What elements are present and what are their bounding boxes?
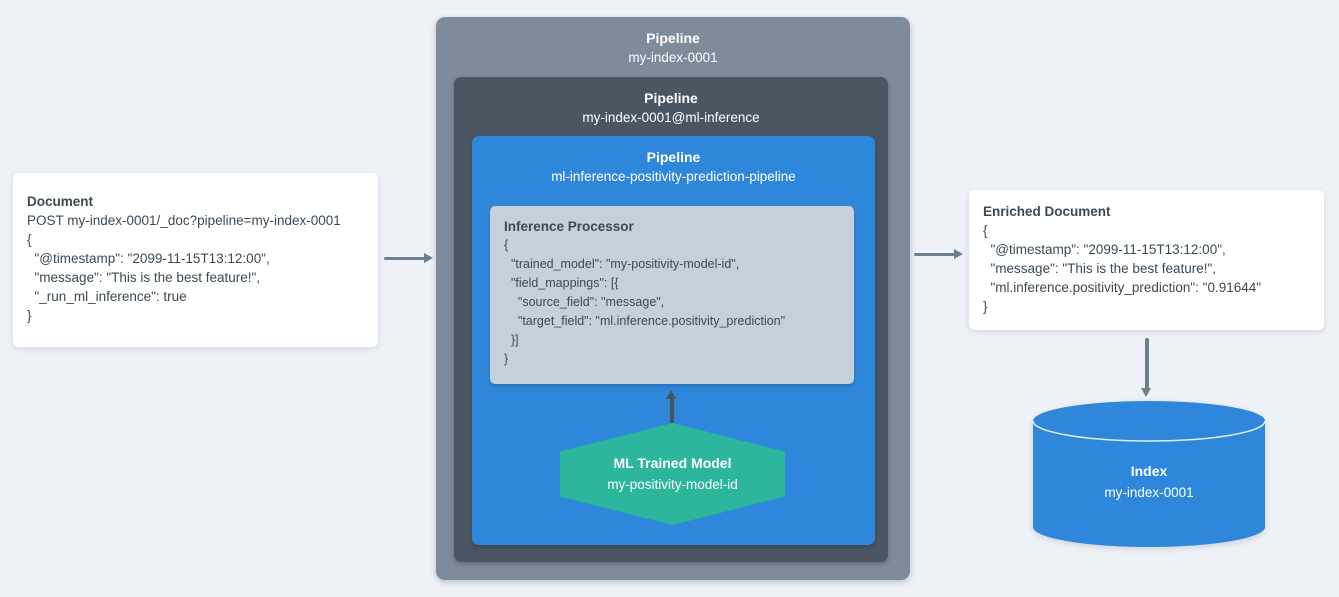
pipeline-middle-box: Pipeline my-index-0001@ml-inference Pipe… [454,77,888,562]
arrow-model-to-processor-icon [666,390,677,424]
enriched-code-line: "message": "This is the best feature!", [983,261,1217,276]
pipeline-outer-name: my-index-0001 [628,50,718,65]
document-card-title: Document [27,194,94,209]
arrowhead-right-icon [954,249,963,259]
enriched-code-line: "ml.inference.positivity_prediction": "0… [983,280,1262,295]
pipeline-middle-header: Pipeline my-index-0001@ml-inference [454,77,888,128]
pipeline-inner-box: Pipeline ml-inference-positivity-predict… [472,136,875,545]
index-cylinder: Index my-index-0001 [1032,401,1266,547]
enriched-code-line: } [983,299,988,314]
processor-code-line: }] [504,333,519,347]
arrow-pipeline-to-enriched-document-icon [914,249,963,260]
arrowhead-down-icon [1141,388,1151,397]
document-code-line: "@timestamp": "2099-11-15T13:12:00", [27,251,270,266]
document-code-line: "message": "This is the best feature!", [27,270,261,285]
enriched-document-title: Enriched Document [983,204,1111,219]
database-cylinder-icon [1032,401,1266,547]
arrow-shaft [1145,338,1149,389]
pipeline-outer-box: Pipeline my-index-0001 Pipeline my-index… [436,17,910,580]
document-code-line: { [27,232,32,247]
index-label: Index my-index-0001 [1033,461,1265,503]
arrowhead-right-icon [424,253,433,263]
processor-code-line: { [504,238,509,252]
pipeline-middle-title: Pipeline [644,90,698,106]
document-code-line: } [27,308,32,323]
arrow-enriched-document-to-index-icon [1141,338,1152,397]
arrow-shaft [384,257,425,260]
inference-processor-card: Inference Processor { "trained_model": "… [490,206,854,384]
inference-processor-title: Inference Processor [504,219,634,234]
document-code-line: "_run_ml_inference": true [27,289,187,304]
enriched-document-card: Enriched Document { "@timestamp": "2099-… [969,190,1324,330]
pipeline-inner-title: Pipeline [646,149,701,165]
enriched-code-line: { [983,223,988,238]
pipeline-inner-name: ml-inference-positivity-prediction-pipel… [551,169,796,184]
processor-code-line: "target_field": "ml.inference.positivity… [504,314,786,328]
processor-code-line: "field_mappings": [{ [504,276,619,290]
pipeline-middle-name: my-index-0001@ml-inference [582,110,760,125]
pipeline-outer-title: Pipeline [646,30,700,46]
processor-code-line: "source_field": "message", [504,295,665,309]
document-card: Document POST my-index-0001/_doc?pipelin… [13,173,378,347]
arrow-document-to-pipeline-icon [384,253,433,264]
enriched-code-line: "@timestamp": "2099-11-15T13:12:00", [983,242,1226,257]
arrowhead-up-icon [666,390,676,399]
ml-trained-model-name: my-positivity-model-id [607,477,738,492]
ml-trained-model-hexagon: ML Trained Model my-positivity-model-id [560,423,785,525]
ml-trained-model-title: ML Trained Model [613,455,732,471]
index-name: my-index-0001 [1104,485,1194,500]
arrow-shaft [670,397,674,424]
processor-code-line: } [504,352,509,366]
pipeline-inner-header: Pipeline ml-inference-positivity-predict… [472,136,875,187]
processor-code-line: "trained_model": "my-positivity-model-id… [504,257,740,271]
index-title: Index [1130,463,1168,479]
document-code-line: POST my-index-0001/_doc?pipeline=my-inde… [27,213,341,228]
arrow-shaft [914,253,955,256]
pipeline-outer-header: Pipeline my-index-0001 [436,17,910,68]
